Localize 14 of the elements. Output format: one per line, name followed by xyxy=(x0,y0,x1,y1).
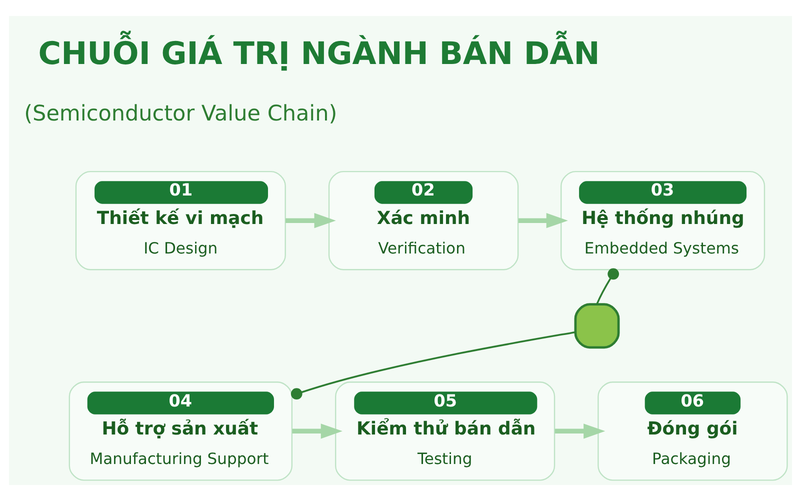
node-box: 06 Đóng gói Packaging xyxy=(597,381,788,480)
arrow xyxy=(518,212,568,228)
connector xyxy=(290,330,575,400)
arrow xyxy=(285,212,336,228)
connector xyxy=(596,268,619,304)
label: (Semiconductor Value Chain) xyxy=(24,101,337,126)
arrow xyxy=(292,423,342,438)
node-box: 02 Xác minh Verification xyxy=(328,170,518,270)
node-box: 01 Thiết kế vi mạch IC Design xyxy=(74,170,286,270)
node-box: 04 Hỗ trợ sản xuất Manufacturing Support xyxy=(68,381,292,480)
node-box: 05 Kiểm thử bán dẫn Testing xyxy=(334,381,555,480)
node-box xyxy=(574,302,620,348)
arrow xyxy=(554,423,605,438)
node-box: 03 Hệ thống nhúng Embedded Systems xyxy=(560,170,765,270)
